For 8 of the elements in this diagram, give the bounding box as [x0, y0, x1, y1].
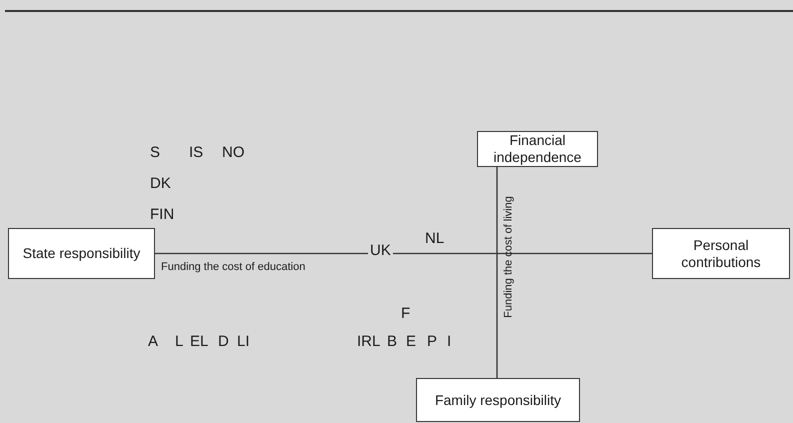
edge-label: Funding the cost of living	[502, 196, 516, 318]
connector-line	[155, 252, 652, 254]
category-box: Personal contributions	[652, 228, 790, 279]
category-box: Financial independence	[477, 131, 598, 167]
edge-label: Funding the cost of education	[161, 261, 306, 274]
category-box: State responsibility	[8, 228, 155, 279]
connector-line	[496, 167, 498, 378]
category-box: Family responsibility	[416, 378, 580, 422]
